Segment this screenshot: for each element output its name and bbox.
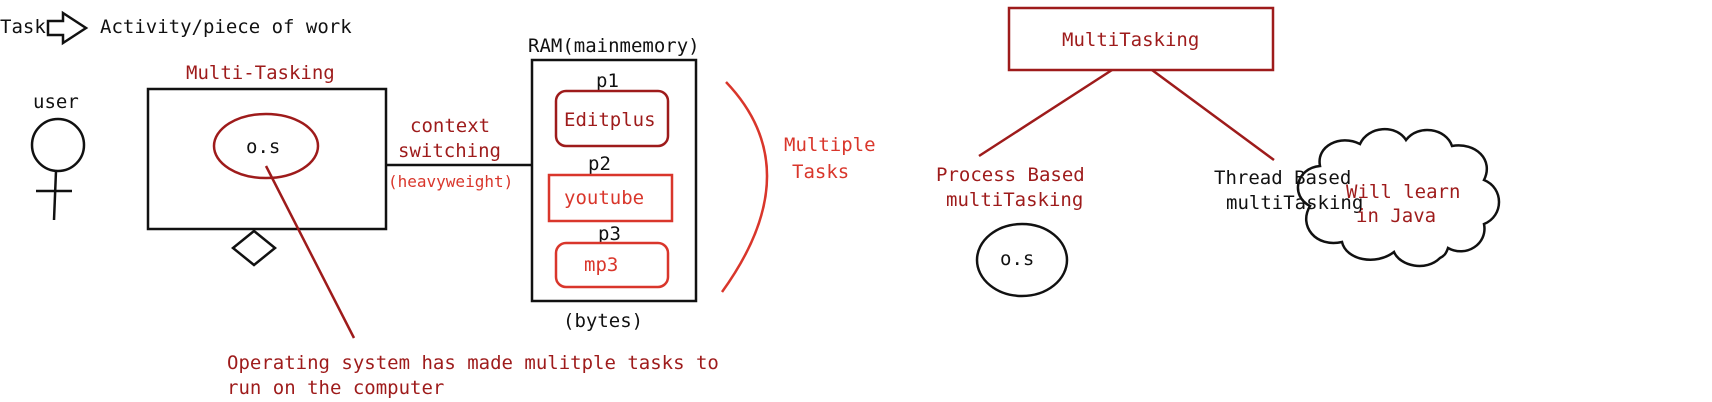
os-note-line2: run on the computer (227, 377, 444, 399)
process-os-ellipse (975, 222, 1069, 298)
heavyweight-note: (heavyweight) (388, 172, 513, 191)
multiple-tasks-line2: Tasks (792, 161, 849, 183)
task-word: Task (0, 16, 46, 38)
os-label: o.s (246, 136, 280, 158)
thread-based-line1: Thread Based (1214, 167, 1351, 189)
computer-screen (146, 87, 388, 231)
multitasking-root-label: MultiTasking (1062, 29, 1199, 51)
context-label-line1: context (410, 115, 490, 137)
process-id-p2: p2 (588, 153, 611, 175)
branch-line-process (978, 68, 1113, 158)
multiple-tasks-line1: Multiple (784, 134, 876, 156)
process-id-p1: p1 (596, 70, 619, 92)
os-pointer-line (264, 165, 356, 339)
process-name-p2: youtube (564, 187, 644, 209)
process-id-p3: p3 (598, 223, 621, 245)
process-name-p3: mp3 (584, 254, 618, 276)
cloud-outline-icon (1296, 127, 1501, 268)
multiple-tasks-bracket (720, 81, 769, 293)
process-box-p2 (547, 173, 674, 223)
branch-line-thread (1151, 68, 1275, 162)
process-based-line1: Process Based (936, 164, 1085, 186)
os-ellipse (212, 112, 320, 180)
multitasking-root-box (1007, 6, 1275, 72)
cloud-line1: Will learn (1346, 181, 1460, 203)
process-box-p3 (554, 241, 670, 289)
user-label: user (33, 91, 79, 113)
cloud-line2: in Java (1356, 205, 1436, 227)
process-based-line2: multiTasking (946, 189, 1083, 211)
user-figure-icon (30, 117, 86, 221)
multitasking-title: Multi-Tasking (186, 62, 335, 84)
process-os-label: o.s (1000, 248, 1034, 270)
monitor-stand-icon (231, 229, 277, 267)
process-name-p1: Editplus (564, 109, 656, 131)
os-note-line1: Operating system has made mulitple tasks… (227, 352, 719, 374)
implies-arrow-icon (46, 10, 89, 46)
context-label-line2: switching (398, 140, 501, 162)
process-box-p1 (554, 89, 670, 148)
ram-title: RAM(mainmemory) (528, 35, 700, 57)
task-definition: Activity/piece of work (100, 16, 352, 38)
ram-box (530, 58, 698, 303)
thread-based-line2: multiTasking (1226, 192, 1363, 214)
bytes-label: (bytes) (563, 310, 643, 332)
